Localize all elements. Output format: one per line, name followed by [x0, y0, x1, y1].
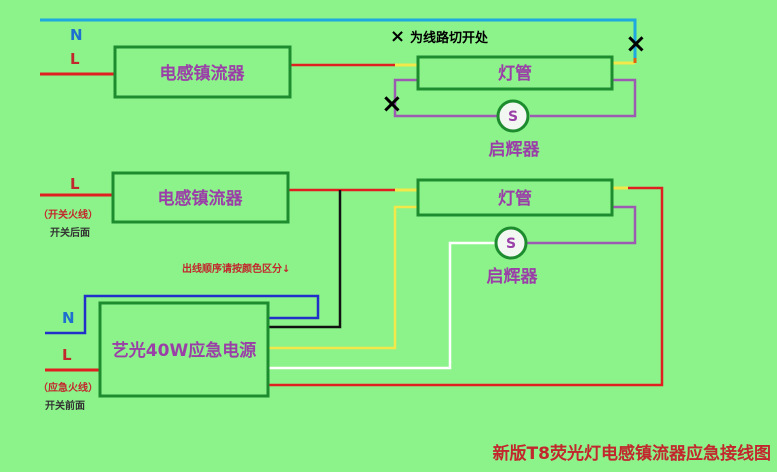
bottom-starter: [494, 226, 528, 260]
top-cut-mark-left: ×: [381, 89, 403, 119]
top-cut-note: 为线路切开处: [410, 30, 489, 46]
top-n-label: N: [70, 26, 83, 44]
top-neutral-wire: [40, 18, 637, 58]
bottom-l-note1: （开关火线）: [38, 208, 98, 221]
bottom-ballast-label: 电感镇流器: [158, 188, 244, 209]
top-tube-left-purple: [393, 78, 498, 118]
diagram-title: 新版T8荧光灯电感镇流器应急接线图: [493, 443, 771, 464]
bottom-wire-note: 出线顺序请按颜色区分↓: [182, 262, 290, 275]
bottom-yellow-wire: [268, 205, 418, 350]
bottom-blue-wire: [45, 294, 320, 335]
bottom-tube-label: 灯管: [498, 188, 532, 209]
bottom-l-note2: 开关后面: [50, 226, 90, 239]
emergency-power-box: [98, 301, 270, 398]
top-ballast-label: 电感镇流器: [160, 63, 246, 84]
top-l-label: L: [70, 50, 80, 68]
bottom-black-wire: [268, 190, 342, 329]
bottom-orange-wire: [268, 186, 664, 387]
top-tube-right-purple: [530, 78, 637, 118]
top-starter-symbol: S: [508, 109, 518, 125]
top-cut-note-mark: ×: [390, 26, 405, 47]
top-tube-label: 灯管: [498, 63, 532, 84]
top-tube-box: [416, 55, 614, 91]
bottom-l2-label: L: [62, 346, 72, 364]
bottom-starter-symbol: S: [506, 236, 516, 252]
bottom-n-label: N: [62, 309, 75, 327]
bottom-tube-box: [416, 178, 614, 217]
bottom-l-label: L: [70, 175, 80, 193]
bottom-purple-wire: [527, 205, 637, 245]
bottom-starter-label: 启辉器: [487, 266, 539, 287]
top-ballast-box: [113, 45, 292, 99]
top-starter-label: 启辉器: [489, 139, 541, 160]
top-starter: [496, 99, 530, 133]
bottom-ballast-box: [111, 171, 290, 224]
bottom-white-wire: [268, 241, 495, 370]
bottom-l2-note1: （应急火线）: [38, 381, 98, 394]
emergency-power-label: 艺光40W应急电源: [112, 340, 256, 361]
top-cut-mark-right: ×: [625, 29, 647, 59]
bottom-l2-note2: 开关前面: [45, 399, 85, 412]
